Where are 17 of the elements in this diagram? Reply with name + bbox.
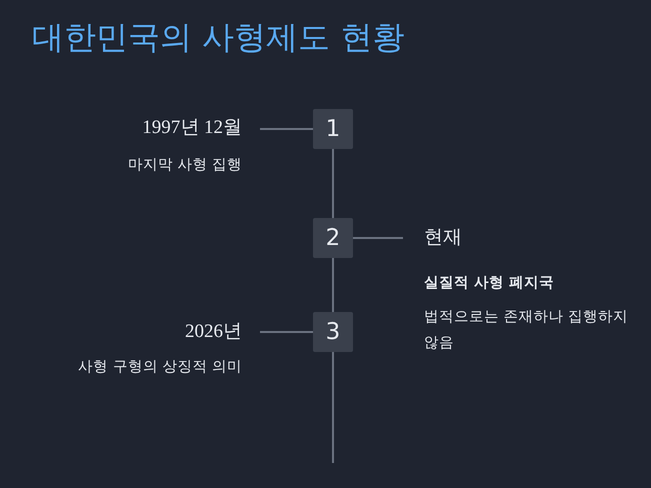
step-number-box: 2 (313, 218, 353, 258)
event-description: 마지막 사형 집행 (126, 156, 242, 175)
timeline-date: 현재 (424, 226, 463, 250)
step-number-box: 1 (313, 109, 353, 149)
timeline-connector (332, 352, 334, 463)
diagram-title: 대한민국의 사형제도 현황 (32, 17, 404, 58)
event-description: 법적으로는 존재하나 집행하지 않음 (424, 308, 630, 353)
timeline-connector (260, 331, 313, 333)
timeline-connector (353, 237, 403, 239)
event-description: 실질적 사형 폐지국 (424, 274, 556, 293)
timeline-connector (332, 149, 334, 218)
timeline-connector (260, 128, 313, 130)
timeline-date: 2026년 (184, 320, 242, 344)
step-number-box: 3 (313, 312, 353, 352)
timeline-date: 1997년 12월 (141, 116, 242, 140)
event-description: 사형 구형의 상징적 의미 (77, 358, 242, 377)
timeline-connector (332, 258, 334, 312)
